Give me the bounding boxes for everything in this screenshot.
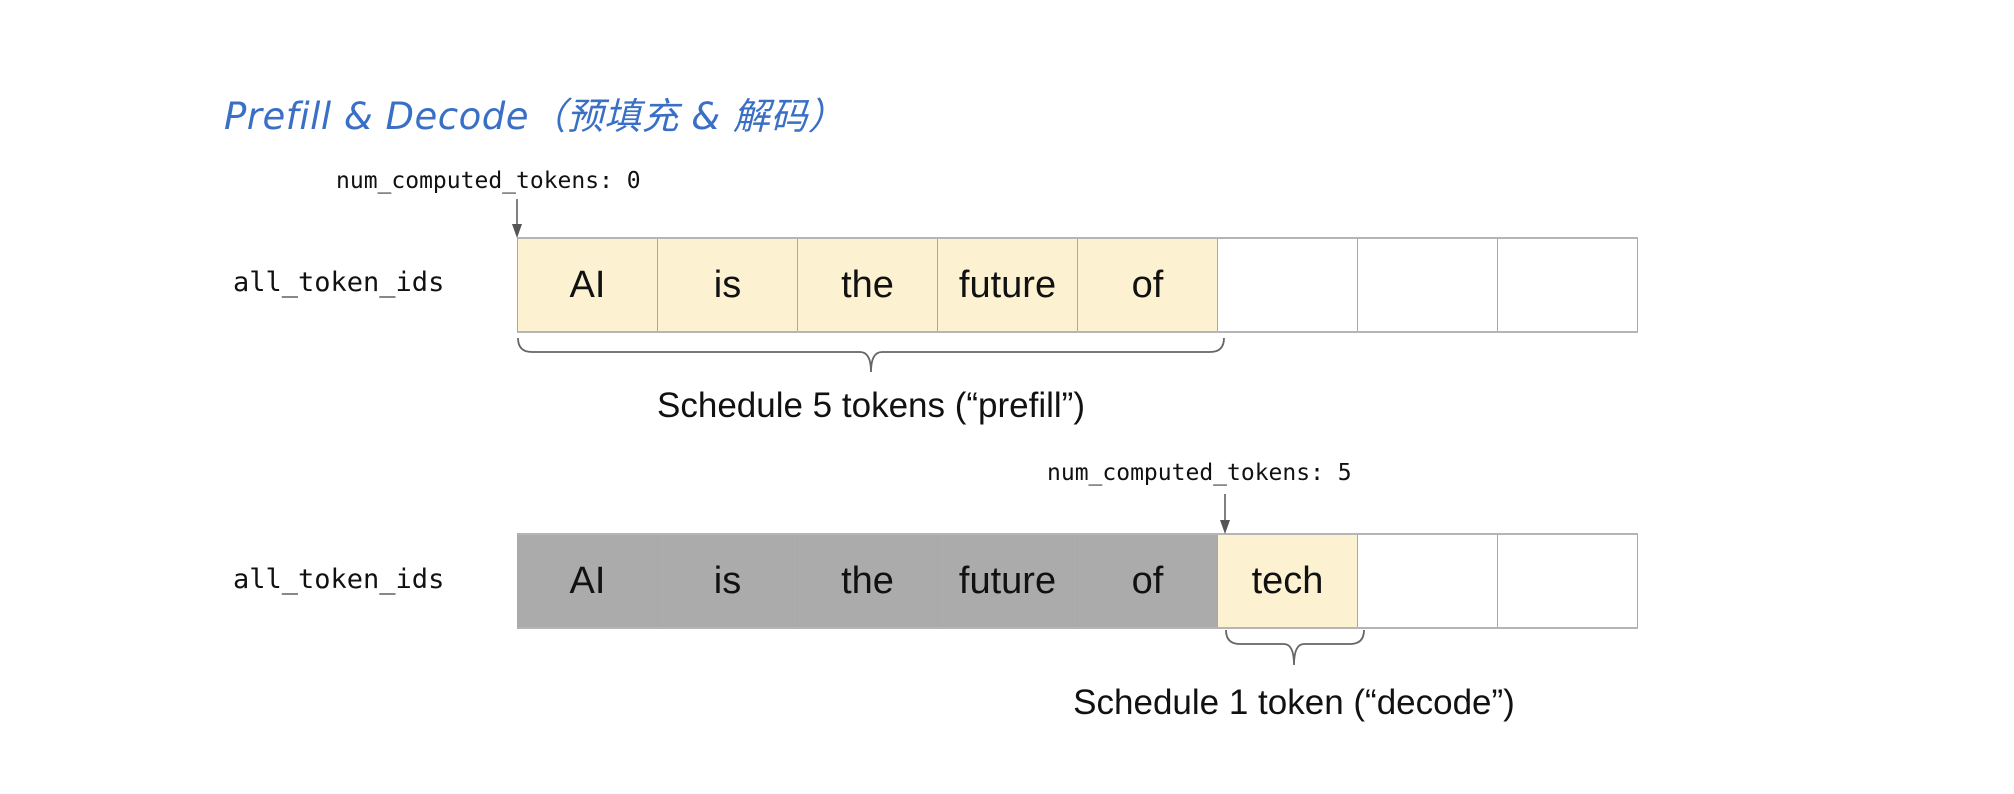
prefill-pointer-label: num_computed_tokens: 0: [336, 168, 641, 194]
token-cell: [1358, 239, 1498, 331]
token-cell: the: [798, 239, 938, 331]
token-cell: is: [658, 239, 798, 331]
decode-pointer-label: num_computed_tokens: 5: [1047, 460, 1352, 486]
decode-token-row: AI is the future of tech: [517, 533, 1638, 629]
token-cell: of: [1078, 239, 1218, 331]
token-cell: is: [658, 535, 798, 627]
token-cell: tech: [1218, 535, 1358, 627]
token-cell: AI: [518, 535, 658, 627]
token-cell: of: [1078, 535, 1218, 627]
token-cell: future: [938, 239, 1078, 331]
prefill-pointer-arrow-icon: [512, 199, 522, 238]
token-cell: AI: [518, 239, 658, 331]
token-cell: [1498, 535, 1638, 627]
token-cell: future: [938, 535, 1078, 627]
prefill-brace-icon: [517, 337, 1225, 373]
token-cell: [1358, 535, 1498, 627]
decode-row-label: all_token_ids: [233, 564, 445, 595]
token-cell: the: [798, 535, 938, 627]
decode-caption: Schedule 1 token (“decode”): [1073, 683, 1515, 722]
decode-brace-icon: [1225, 629, 1365, 666]
token-cell: [1498, 239, 1638, 331]
token-cell: [1218, 239, 1358, 331]
prefill-row-label: all_token_ids: [233, 267, 445, 298]
diagram-title: Prefill & Decode（预填充 & 解码）: [224, 95, 846, 138]
decode-pointer-arrow-icon: [1220, 494, 1230, 534]
prefill-token-row: AI is the future of: [517, 237, 1638, 333]
prefill-caption: Schedule 5 tokens (“prefill”): [657, 386, 1085, 425]
